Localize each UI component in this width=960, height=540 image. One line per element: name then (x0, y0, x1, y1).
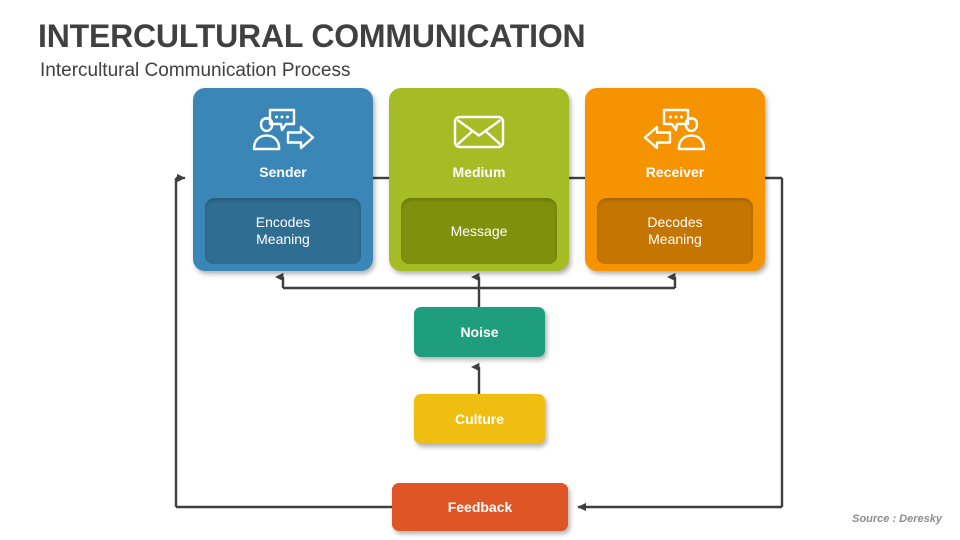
card-receiver-sub-line1: Decodes (647, 214, 703, 230)
box-noise-label: Noise (460, 324, 499, 340)
card-medium-title: Medium (452, 164, 506, 180)
card-medium-sub-line1: Message (450, 222, 508, 239)
person-speaking-arrow-right-icon (193, 104, 373, 156)
page-title: INTERCULTURAL COMMUNICATION (38, 18, 586, 54)
card-sender-sub-line2: Meaning (256, 231, 310, 247)
card-sender[interactable]: Sender Encodes Meaning (193, 88, 373, 271)
box-feedback[interactable]: Feedback (392, 483, 568, 531)
card-receiver-title: Receiver (645, 164, 705, 180)
card-sender-subpanel: Encodes Meaning (205, 198, 361, 264)
source-attribution: Source : Deresky (852, 513, 942, 525)
envelope-icon (389, 104, 569, 156)
page-subtitle: Intercultural Communication Process (40, 60, 351, 81)
card-receiver-subpanel: Decodes Meaning (597, 198, 753, 264)
card-sender-title: Sender (259, 164, 307, 180)
box-culture[interactable]: Culture (414, 394, 545, 444)
card-receiver-sub-line2: Meaning (648, 231, 702, 247)
arrow-right-person-listening-icon (585, 104, 765, 156)
card-medium[interactable]: Medium Message (389, 88, 569, 271)
box-culture-label: Culture (455, 411, 504, 427)
box-feedback-label: Feedback (447, 499, 513, 515)
card-medium-subpanel: Message (401, 198, 557, 264)
card-sender-sub-line1: Encodes (255, 214, 311, 230)
box-noise[interactable]: Noise (414, 307, 545, 357)
card-receiver[interactable]: Receiver Decodes Meaning (585, 88, 765, 271)
